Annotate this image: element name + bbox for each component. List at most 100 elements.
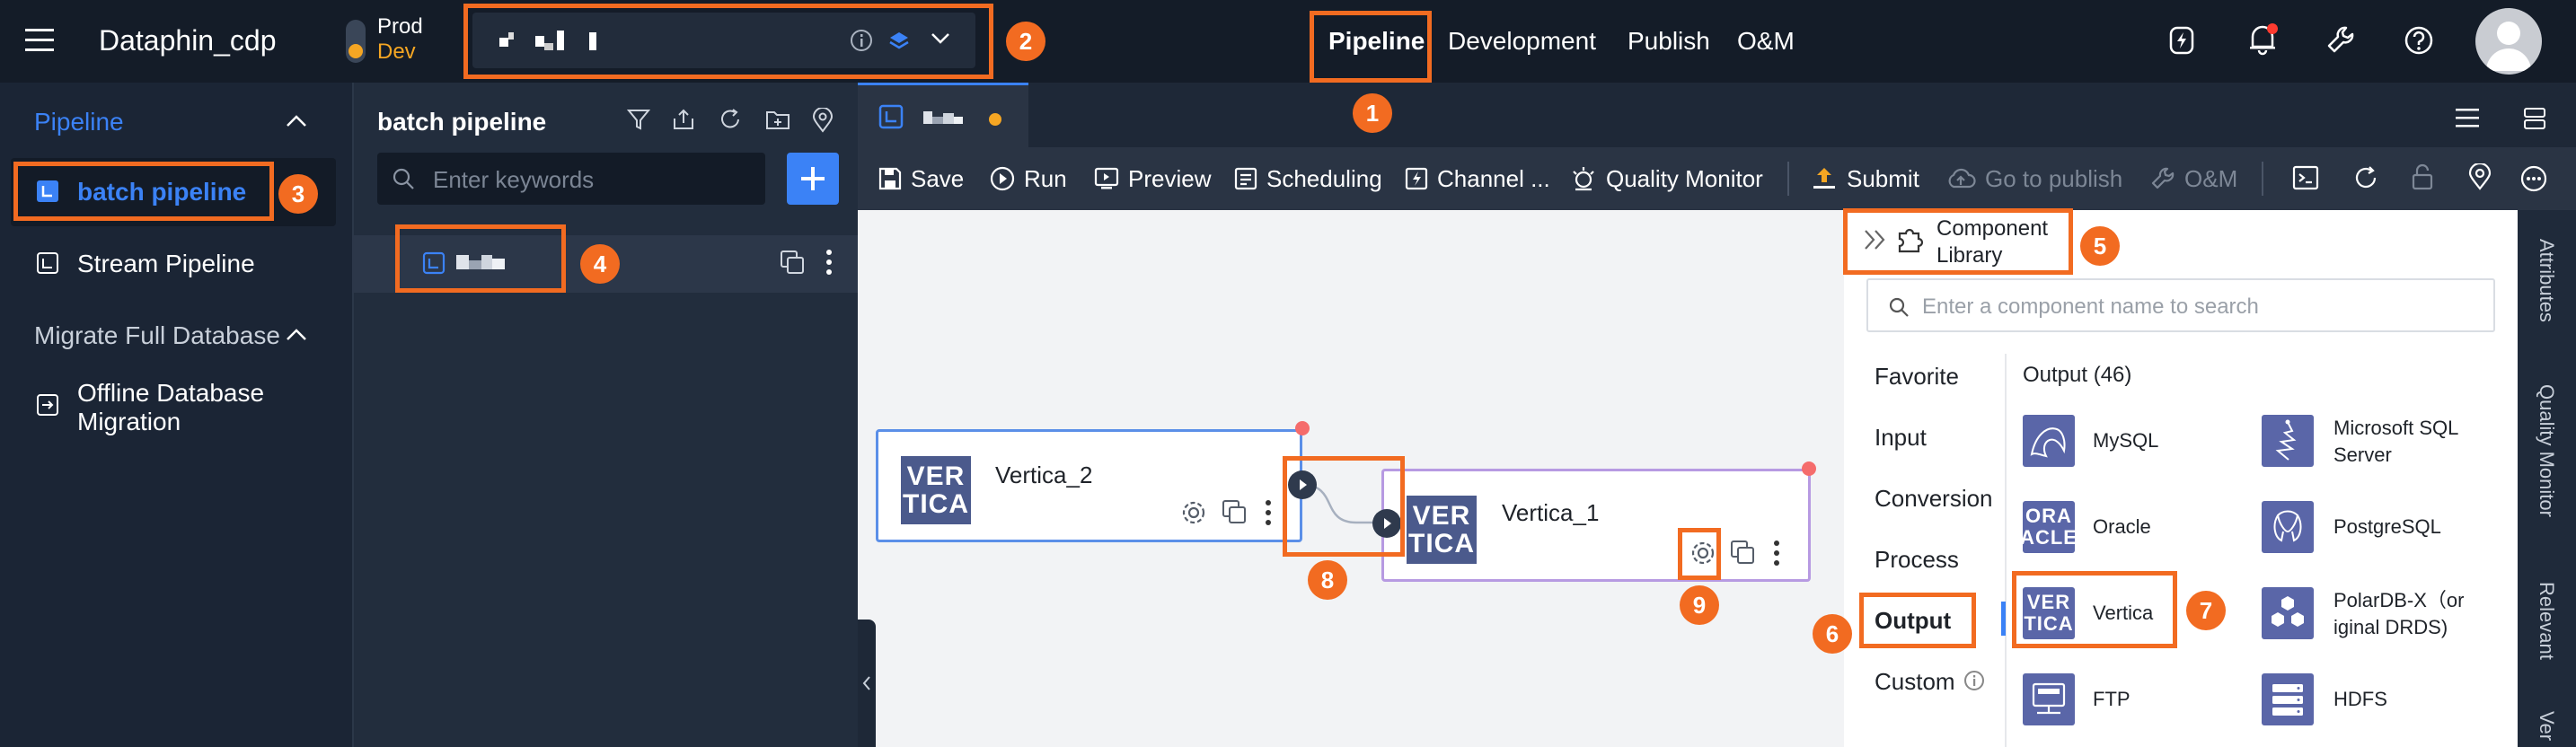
refresh-icon[interactable] (2353, 165, 2378, 190)
refresh-icon[interactable] (719, 108, 742, 131)
go-to-publish-button[interactable]: Go to publish (1945, 147, 2122, 210)
collapse-double-chevron-icon[interactable] (1863, 228, 1888, 251)
rail-tab-attributes[interactable]: Attributes (2536, 239, 2558, 322)
sidebar-item-offline-migration[interactable]: Offline Database Migration (77, 379, 265, 435)
category-input[interactable]: Input (1875, 424, 1927, 451)
nav-development[interactable]: Development (1448, 27, 1596, 55)
new-folder-icon[interactable] (765, 108, 790, 131)
hdfs-icon (2262, 673, 2314, 725)
toolbar-divider (2262, 162, 2263, 196)
category-output[interactable]: Output (1875, 607, 1952, 634)
chevron-up-icon[interactable] (286, 329, 307, 341)
more-icon[interactable] (1264, 499, 1273, 526)
category-process[interactable]: Process (1875, 546, 1959, 573)
wrench-icon[interactable] (2326, 25, 2355, 54)
submit-button[interactable]: Submit (1811, 147, 1919, 210)
highlight-box (13, 162, 274, 221)
info-icon[interactable] (850, 29, 873, 52)
upload-icon[interactable] (672, 108, 695, 131)
bell-icon[interactable] (2247, 23, 2278, 56)
sidebar-pipeline-header[interactable]: Pipeline (34, 108, 124, 136)
puzzle-icon (1895, 224, 1926, 255)
component-search-input[interactable]: Enter a component name to search (1866, 278, 2495, 332)
component-search-placeholder: Enter a component name to search (1922, 294, 2259, 319)
lock-icon[interactable] (2411, 163, 2434, 190)
env-toggle[interactable] (346, 20, 366, 63)
menu-icon[interactable] (25, 27, 54, 54)
highlight-box (395, 224, 566, 293)
preview-button[interactable]: Preview (1094, 147, 1211, 210)
list-icon[interactable] (2456, 108, 2479, 127)
component-postgresql[interactable]: PostgreSQL (2333, 515, 2441, 538)
more-icon[interactable] (825, 248, 834, 277)
gear-icon[interactable] (1689, 540, 1716, 567)
om-wrench-icon (2151, 167, 2175, 189)
filter-icon[interactable] (627, 108, 650, 131)
component-oracle[interactable]: Oracle (2093, 515, 2151, 538)
copy-icon[interactable] (1730, 540, 1755, 565)
project-selector[interactable] (472, 13, 975, 68)
location-icon[interactable] (812, 108, 834, 133)
rail-tab-ver[interactable]: Ver (2536, 711, 2558, 742)
env-dev-label[interactable]: Dev (377, 40, 416, 64)
sidebar-migrate-header[interactable]: Migrate Full Database (34, 321, 280, 349)
vertica-logo-top: VER (2026, 591, 2071, 613)
vertica-icon: VER TICA (1407, 496, 1477, 564)
env-prod-label[interactable]: Prod (377, 14, 423, 39)
nav-om[interactable]: O&M (1737, 27, 1795, 55)
category-conversion[interactable]: Conversion (1875, 485, 1993, 512)
postgresql-icon (2262, 501, 2314, 553)
gear-icon[interactable] (1180, 499, 1207, 526)
input-port[interactable] (1372, 509, 1401, 538)
channel-icon (1405, 167, 1428, 190)
save-button[interactable]: Save (878, 147, 964, 210)
rail-tab-quality-monitor[interactable]: Quality Monitor (2536, 384, 2558, 517)
highlight-box (2012, 571, 2177, 648)
quality-monitor-button[interactable]: Quality Monitor (1570, 147, 1763, 210)
category-custom[interactable]: Custom (1875, 668, 1955, 695)
category-divider (2005, 354, 2007, 747)
pipeline-icon (36, 180, 59, 203)
terminal-icon[interactable] (2292, 165, 2319, 190)
location-icon[interactable] (2468, 163, 2492, 190)
category-favorite[interactable]: Favorite (1875, 363, 1959, 390)
vertica-logo-top: VER (906, 461, 966, 491)
more-icon[interactable] (1772, 540, 1781, 567)
scheduling-label: Scheduling (1266, 164, 1382, 192)
nav-pipeline[interactable]: Pipeline (1328, 27, 1425, 55)
chevron-down-icon[interactable] (931, 32, 950, 45)
category-active-indicator (2001, 602, 2006, 636)
channel-button[interactable]: Channel ... (1405, 147, 1550, 210)
component-polardb[interactable]: PolarDB-X（or iginal DRDS) (2333, 589, 2465, 638)
annotation-marker-4: 4 (580, 244, 620, 284)
layers-icon[interactable] (2522, 106, 2547, 131)
rail-tab-relevant[interactable]: Relevant (2536, 582, 2558, 660)
bolt-icon[interactable] (2168, 25, 2195, 56)
copy-icon[interactable] (780, 250, 805, 275)
om-button[interactable]: O&M (2150, 147, 2237, 210)
scheduling-button[interactable]: Scheduling (1234, 147, 1382, 210)
chevron-up-icon[interactable] (286, 115, 307, 127)
add-button[interactable] (787, 153, 839, 205)
canvas-collapse-handle[interactable] (858, 620, 876, 747)
component-sqlserver[interactable]: Microsoft SQL Server (2333, 417, 2458, 466)
sidebar-item-stream-pipeline[interactable]: Stream Pipeline (77, 250, 255, 277)
copy-icon[interactable] (1222, 499, 1247, 524)
avatar[interactable] (2475, 8, 2542, 75)
tab-bar (858, 83, 2576, 147)
component-ftp[interactable]: FTP (2093, 688, 2130, 710)
component-vertica[interactable]: Vertica (2093, 602, 2154, 624)
tree-title: batch pipeline (377, 108, 547, 136)
tree-search-input[interactable]: Enter keywords (377, 153, 765, 205)
run-button[interactable]: Run (990, 147, 1067, 210)
output-port[interactable] (1288, 470, 1317, 499)
component-hdfs[interactable]: HDFS (2333, 688, 2387, 710)
nav-publish[interactable]: Publish (1628, 27, 1710, 55)
preview-label: Preview (1128, 164, 1212, 192)
quality-monitor-icon (1573, 167, 1594, 191)
toolbar (858, 147, 2576, 210)
info-icon[interactable] (1963, 670, 1985, 691)
help-icon[interactable] (2404, 25, 2434, 56)
more-circle-icon[interactable] (2520, 165, 2547, 192)
component-mysql[interactable]: MySQL (2093, 429, 2159, 452)
